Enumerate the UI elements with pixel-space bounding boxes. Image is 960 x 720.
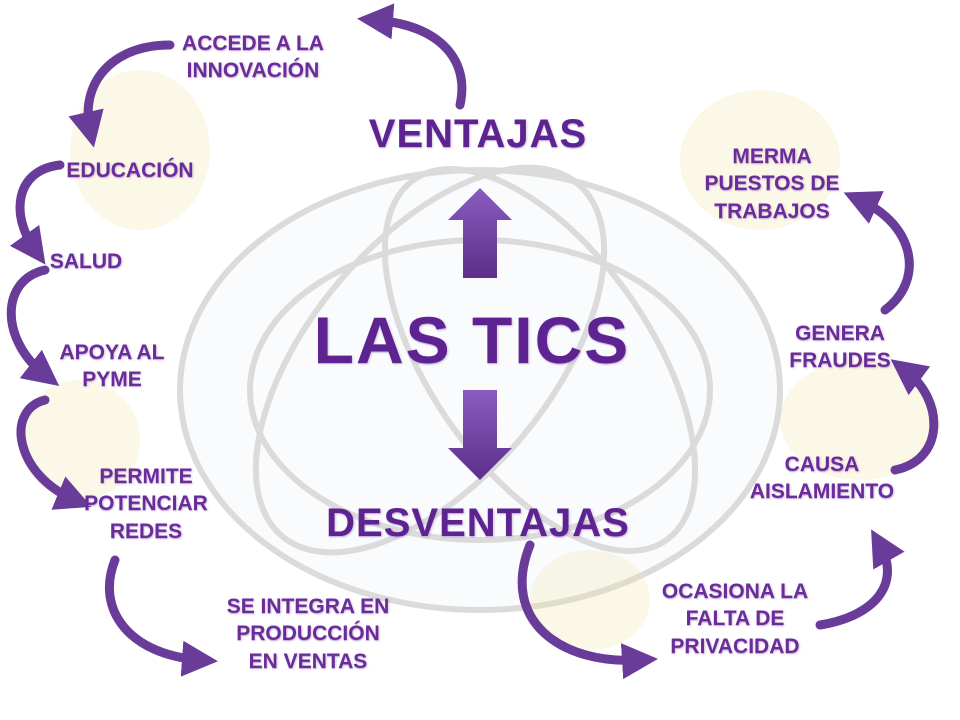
curved-arrow-icon [9, 160, 65, 265]
line: FALTA DE [685, 607, 785, 631]
desventajas-heading: DESVENTAJAS [326, 501, 630, 545]
ventaja-produccion: SE INTEGRA EN PRODUCCIÓN EN VENTAS [227, 593, 390, 675]
curved-arrow-icon [6, 265, 60, 387]
ventaja-innovacion: ACCEDE A LA INNOVACIÓN [182, 30, 324, 85]
line: INNOVACIÓN [186, 59, 320, 83]
line: PRODUCCIÓN [236, 622, 380, 646]
line: PYME [82, 368, 142, 392]
desventaja-privacidad: OCASIONA LA FALTA DE PRIVACIDAD [662, 578, 808, 660]
up-arrow-icon [448, 188, 512, 278]
desventaja-fraudes: GENERA FRAUDES [789, 320, 891, 375]
line: EDUCACIÓN [66, 159, 194, 182]
curved-arrow-icon [890, 359, 939, 475]
curved-arrow-icon [16, 395, 92, 510]
line: EN VENTAS [248, 649, 368, 673]
curved-arrow-icon [68, 40, 175, 148]
line: APOYA AL [59, 341, 165, 364]
line: FRAUDES [789, 349, 891, 373]
line: PUESTOS DE [704, 172, 840, 196]
curved-arrow-icon [815, 529, 905, 630]
line: SE INTEGRA EN [226, 595, 390, 618]
desventaja-empleo: MERMA PUESTOS DE TRABAJOS [705, 143, 840, 225]
line: GENERA [795, 322, 885, 345]
desventaja-aislamiento: CAUSA AISLAMIENTO [750, 451, 894, 506]
line: MERMA [732, 145, 812, 168]
line: ACCEDE A LA [182, 32, 324, 55]
line: REDES [109, 519, 183, 543]
curved-arrow-icon [843, 191, 914, 315]
line: OCASIONA LA [661, 580, 809, 603]
main-title: LAS TICS [313, 303, 631, 377]
curved-arrow-icon [357, 3, 467, 110]
curved-arrow-icon [517, 540, 658, 680]
line: CAUSA [784, 453, 860, 476]
down-arrow-icon [448, 390, 512, 480]
ventaja-pyme: APOYA AL PYME [59, 339, 164, 394]
curved-arrows [6, 3, 939, 680]
line: SALUD [49, 250, 123, 273]
curved-arrow-icon [105, 555, 218, 677]
line: PRIVACIDAD [670, 634, 800, 658]
line: AISLAMIENTO [749, 480, 895, 504]
ventajas-heading: VENTAJAS [368, 112, 588, 156]
ventaja-educacion: EDUCACIÓN [66, 157, 193, 184]
ventaja-redes: PERMITE POTENCIAR REDES [84, 463, 208, 545]
line: TRABAJOS [714, 199, 830, 223]
line: PERMITE [99, 465, 193, 488]
line: POTENCIAR [84, 492, 208, 516]
ventaja-salud: SALUD [50, 248, 122, 275]
